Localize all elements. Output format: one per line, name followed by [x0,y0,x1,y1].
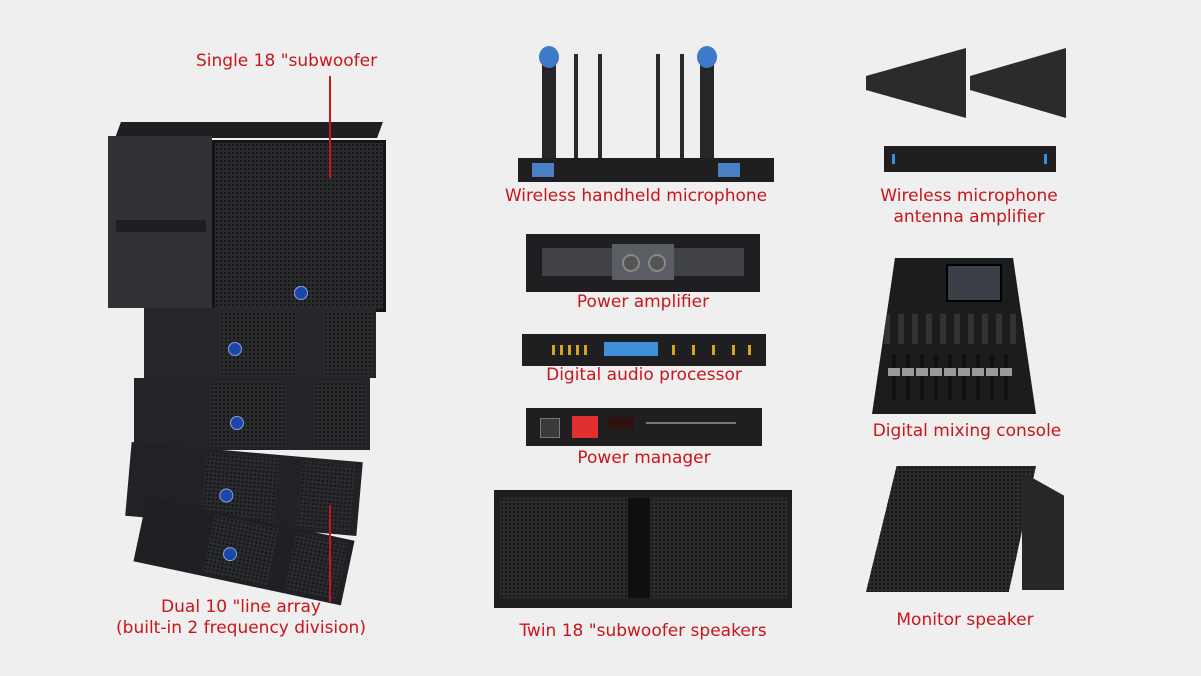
line-array-module [144,308,376,378]
directional-antenna-icon [970,48,1066,118]
pointer-line-line-array [329,505,331,602]
label-power-amplifier: Power amplifier [576,292,710,312]
volume-knob-icon [648,254,666,272]
digital-audio-processor-unit [522,334,766,366]
label-antenna-amplifier: Wireless microphone antenna amplifier [864,186,1074,228]
antenna-amplifier-unit [866,48,1066,172]
power-amplifier-unit [526,234,760,292]
volume-knob-icon [622,254,640,272]
label-digital-mixing-console: Digital mixing console [872,421,1062,441]
label-antenna-amplifier-line1: Wireless microphone [880,186,1058,206]
label-single-subwoofer: Single 18 "subwoofer [196,51,378,71]
digital-mixing-console [872,258,1036,414]
label-power-manager: Power manager [577,448,711,468]
twin-subwoofer-cabinet [494,490,792,608]
microphone-icon [697,46,717,166]
power-manager-unit [526,408,762,446]
line-array-module [134,378,370,450]
brand-logo-icon [230,416,244,430]
label-line-array-line1: Dual 10 "line array [161,597,321,617]
label-digital-audio-processor: Digital audio processor [546,365,742,385]
pointer-line-single-subwoofer [329,76,331,178]
label-antenna-amplifier-line2: antenna amplifier [893,207,1045,227]
microphone-icon [539,46,559,166]
label-line-array-line2: (built-in 2 frequency division) [116,618,366,638]
brand-logo-icon [294,286,308,300]
label-twin-subwoofer: Twin 18 "subwoofer speakers [519,621,767,641]
antenna-icon [656,54,660,158]
wireless-mic-receiver [518,44,774,182]
monitor-speaker-cabinet [864,466,1066,594]
brand-logo-icon [228,342,242,356]
antenna-icon [680,54,684,158]
antenna-icon [574,54,578,158]
label-monitor-speaker: Monitor speaker [896,610,1034,630]
single-subwoofer-cabinet [108,122,386,312]
directional-antenna-icon [866,48,966,118]
label-wireless-handheld-microphone: Wireless handheld microphone [504,186,768,206]
line-array-system [108,108,388,606]
label-line-array: Dual 10 "line array (built-in 2 frequenc… [106,597,376,639]
antenna-icon [598,54,602,158]
